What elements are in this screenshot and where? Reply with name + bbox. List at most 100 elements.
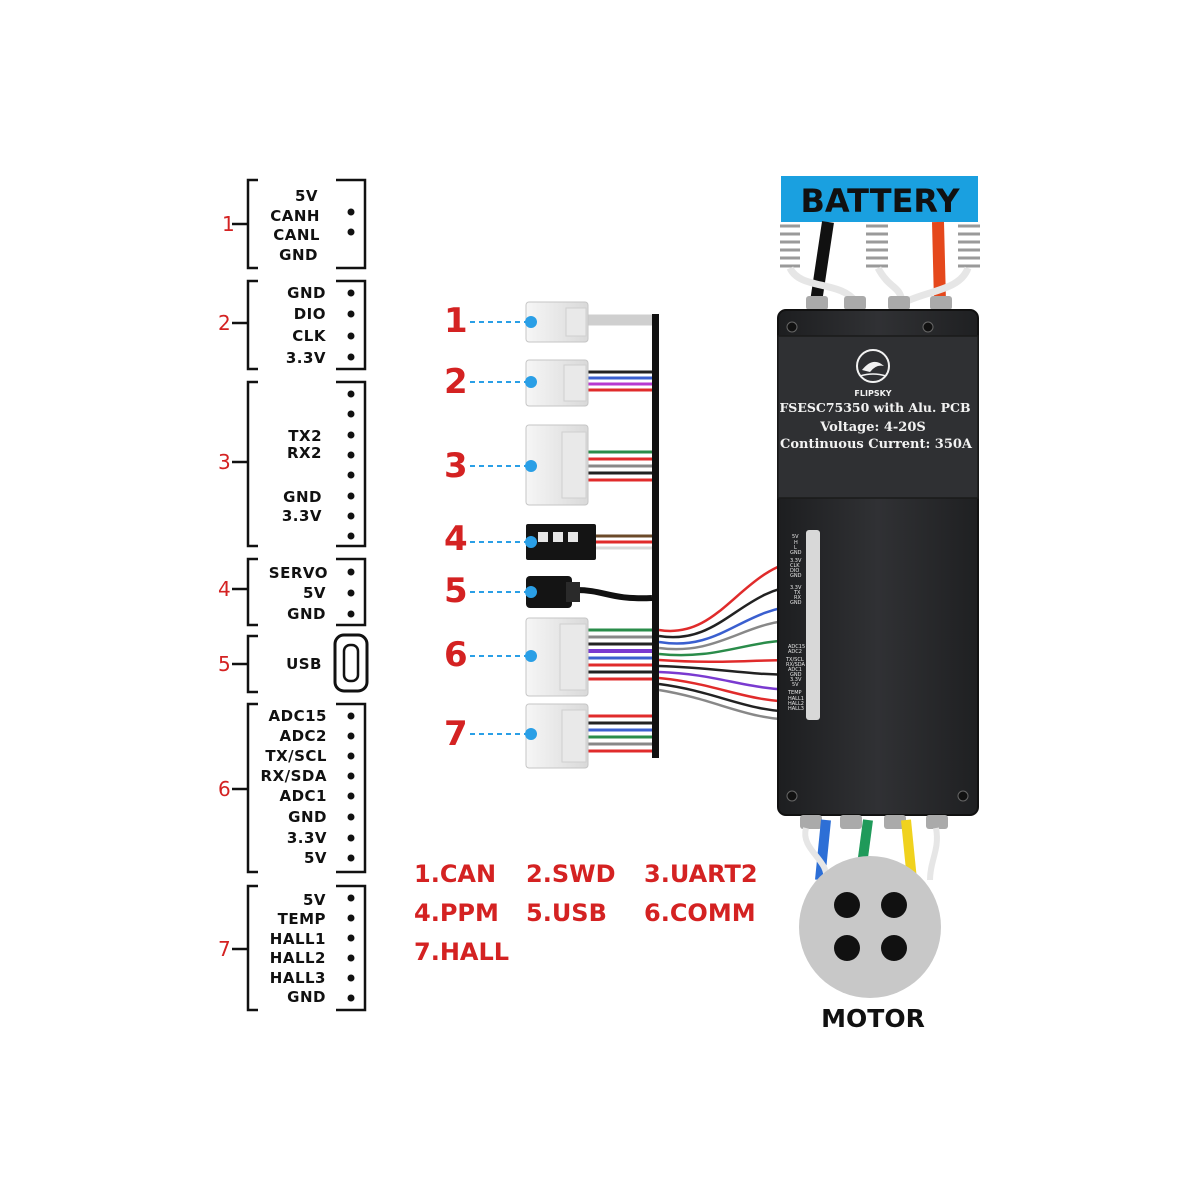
model-name: FSESC75350 with Alu. PCB — [779, 400, 970, 415]
board-pin-label: RX/SDA — [786, 662, 806, 668]
battery-label: BATTERY — [801, 182, 961, 220]
group-number: 4 — [218, 577, 231, 601]
pin-label: 5V — [304, 849, 327, 867]
connector-number: 3 — [444, 446, 468, 486]
pin-label: GND — [283, 488, 322, 506]
group-number: 6 — [218, 777, 231, 801]
pin-label: CANH — [270, 207, 320, 225]
legend-item: 5.USB — [526, 899, 607, 927]
board-pin-label: TX/SCL — [785, 657, 804, 663]
pinout-group-6: 6 ADC15 ADC2 TX/SCL RX/SDA ADC1 GND 3.3V… — [218, 702, 367, 874]
pin-label: 3.3V — [286, 349, 326, 367]
connector-5: 5 — [444, 571, 653, 611]
connector-number: 4 — [444, 519, 468, 559]
pin-label: TX2 — [288, 427, 322, 445]
group-number: 2 — [218, 311, 231, 335]
board-pin-label: 5V — [792, 534, 799, 540]
motor-section: MOTOR — [799, 815, 948, 1033]
board-pin-label: TX — [793, 590, 801, 596]
pin-label: USB — [286, 655, 322, 673]
board-pin-label: 3.3V — [790, 558, 802, 564]
pin-label: ADC2 — [279, 727, 327, 745]
board-pin-label: RX — [794, 595, 801, 601]
motor-label: MOTOR — [821, 1004, 925, 1033]
board-pin-label: ADC2 — [788, 649, 802, 655]
pin-label: 3.3V — [282, 507, 322, 525]
esc-controller: FLIPSKY FSESC75350 with Alu. PCB Voltage… — [777, 309, 979, 816]
board-pin-label: ADC1 — [788, 667, 802, 673]
board-pin-labels-bottom: ADC15 ADC2 TX/SCL RX/SDA ADC1 GND 3.3V 5… — [785, 644, 806, 712]
board-pin-label: GND — [790, 573, 802, 579]
board-pin-label: 5V — [792, 682, 799, 688]
pinout-group-7: 7 5V TEMP HALL1 HALL2 HALL3 GND — [218, 884, 367, 1012]
flipsky-logo-icon — [856, 349, 890, 383]
pin-label: GND — [287, 988, 326, 1006]
board-pin-label: 3.3V — [790, 585, 802, 591]
connector-number: 1 — [444, 301, 468, 341]
board-pin-label: 3.3V — [790, 677, 802, 683]
pin-label: GND — [288, 808, 327, 826]
connector-mount-bar — [652, 314, 659, 758]
board-pin-label: HALL1 — [788, 696, 804, 702]
signal-port-strip — [806, 530, 820, 720]
group-number: 3 — [218, 450, 231, 474]
connector-callouts: 1 2 3 — [444, 301, 659, 769]
connector-number: 6 — [444, 635, 468, 675]
battery-section: BATTERY — [780, 176, 980, 310]
group-number: 7 — [218, 937, 231, 961]
legend-item: 6.COMM — [644, 899, 756, 927]
connector-6: 6 — [444, 617, 652, 697]
motor-connector-icon — [799, 856, 941, 998]
board-pin-label: TEMP — [787, 690, 802, 696]
pinout-group-4: 4 SERVO 5V GND — [218, 557, 367, 627]
board-pin-label: L — [794, 545, 797, 551]
connector-7: 7 — [444, 703, 652, 769]
pin-label: HALL3 — [270, 969, 326, 987]
pin-label: GND — [287, 605, 326, 623]
board-pin-label: H — [794, 540, 798, 546]
connector-number: 7 — [444, 714, 468, 754]
spring-coil — [780, 224, 980, 268]
board-pin-label: CLK — [790, 563, 800, 569]
group-number: 5 — [218, 652, 231, 676]
board-pin-labels-top: 5V H L GND 3.3V CLK DIO GND 3.3V TX RX G… — [790, 534, 802, 606]
connector-4: 4 — [444, 519, 652, 560]
board-pin-label: GND — [790, 672, 802, 678]
board-pin-label: HALL2 — [788, 701, 804, 707]
pin-label: CANL — [273, 226, 320, 244]
connector-3: 3 — [444, 424, 652, 506]
connector-2: 2 — [444, 359, 652, 407]
connector-legend: 1.CAN 2.SWD 3.UART2 4.PPM 5.USB 6.COMM 7… — [414, 860, 758, 966]
pin-label: GND — [287, 284, 326, 302]
pin-label: RX/SDA — [261, 767, 327, 785]
board-pin-label: ADC15 — [788, 644, 805, 650]
pin-label: HALL2 — [270, 949, 326, 967]
pin-label: 5V — [303, 891, 326, 909]
pin-label: 5V — [295, 187, 318, 205]
pinout-group-3: 3 TX2 RX2 GND 3.3V — [218, 380, 367, 548]
pin-label: CLK — [292, 327, 327, 345]
legend-item: 1.CAN — [414, 860, 496, 888]
usb-c-port-icon — [333, 633, 369, 693]
brand-name: FLIPSKY — [854, 389, 891, 398]
legend-item: 3.UART2 — [644, 860, 758, 888]
board-pin-label: HALL3 — [788, 706, 804, 712]
pin-label: DIO — [294, 305, 326, 323]
battery-label-box — [781, 176, 978, 222]
board-pin-label: DIO — [790, 568, 799, 574]
voltage-rating: Voltage: 4-20S — [819, 420, 926, 435]
connector-number: 2 — [444, 362, 468, 402]
legend-item: 2.SWD — [526, 860, 616, 888]
pin-label: 3.3V — [287, 829, 327, 847]
pin-label: RX2 — [287, 444, 322, 462]
pin-label: TEMP — [278, 910, 326, 928]
pin-label: HALL1 — [270, 930, 326, 948]
current-rating: Continuous Current: 350A — [780, 437, 973, 452]
pin-label: SERVO — [269, 564, 328, 582]
group-number: 1 — [222, 212, 235, 236]
board-pin-label: GND — [790, 550, 802, 556]
pin-label: 5V — [303, 584, 326, 602]
pin-label: ADC1 — [279, 787, 327, 805]
connector-1: 1 — [444, 301, 652, 343]
